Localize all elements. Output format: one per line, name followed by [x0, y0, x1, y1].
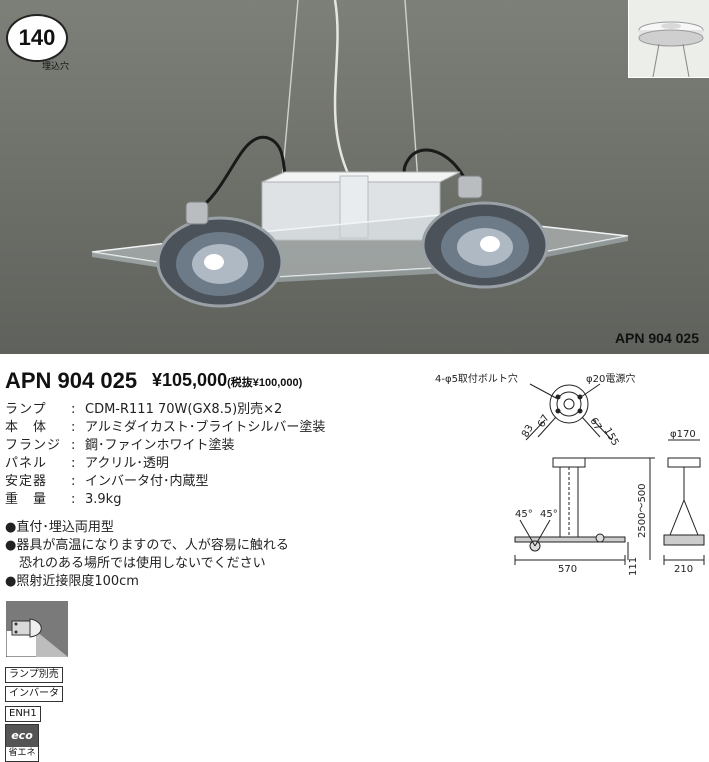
label-angle-right: 45°	[540, 509, 558, 520]
eco-badge: eco 省エネ	[5, 724, 39, 762]
spec-value: CDM-R111 70W(GX8.5)別売×2	[85, 402, 283, 417]
price-tax-note: (税抜¥100,000)	[227, 377, 303, 389]
note-heat-warning-cont: 恐れのある場所では使用しないでください	[19, 556, 266, 571]
spec-row-body: 本 体:アルミダイカスト･ブライトシルバー塗装	[5, 420, 326, 435]
label-dim-67a: 67	[536, 413, 552, 430]
note-distance-limit: ●照射近接限度100cm	[5, 574, 139, 589]
spec-label: パネル	[5, 456, 48, 471]
label-dim-111: 111	[628, 557, 639, 576]
spec-row-flange: フランジ:鋼･ファインホワイト塗装	[5, 438, 235, 453]
cutout-size-caption: 埋込穴	[42, 62, 70, 72]
cutout-size-value: 140	[18, 25, 56, 50]
product-photo: 140 埋込穴 APN 904 025	[0, 0, 709, 354]
ceiling-mount-inset	[628, 0, 709, 78]
pendant-light-illustration	[91, 0, 629, 308]
label-dim-phi170: φ170	[670, 429, 696, 440]
cutout-size-badge: 140	[6, 14, 68, 62]
price-main: ¥105,000	[152, 370, 228, 390]
front-view-drawing	[514, 457, 655, 565]
label-dim-67b: 67	[587, 416, 603, 433]
model-number: APN 904 025	[5, 368, 138, 393]
photo-product-code: APN 904 025	[614, 330, 699, 346]
eco-badge-label: eco	[6, 725, 38, 747]
label-dim-83: 83	[520, 423, 536, 440]
spec-value: 3.9kg	[85, 492, 122, 507]
spec-list: ランプ:CDM-R111 70W(GX8.5)別売×2 本 体:アルミダイカスト…	[5, 401, 325, 509]
label-dim-155: 155	[601, 426, 620, 448]
label-dim-height: 2500～500	[637, 483, 648, 538]
spec-value: 鋼･ファインホワイト塗装	[85, 438, 235, 453]
label-power-hole: φ20電源穴	[586, 372, 635, 385]
label-dim-210: 210	[674, 564, 693, 575]
spec-label: ランプ	[5, 402, 47, 417]
ceiling-canopy-illustration	[638, 21, 704, 77]
spec-label: 安定器	[5, 474, 48, 489]
label-angle-left: 45°	[515, 509, 533, 520]
tag-enh1: ENH1	[5, 706, 41, 722]
notes-list: ●直付･埋込両用型 ●器具が高温になりますので、人が容易に触れる 恐れのある場所…	[5, 519, 289, 591]
top-view-drawing	[525, 383, 613, 441]
spec-label: 重 量	[5, 492, 48, 507]
note-mounting: ●直付･埋込両用型	[5, 520, 114, 535]
spec-value: アルミダイカスト･ブライトシルバー塗装	[85, 420, 326, 435]
tag-lamp-sold-separately: ランプ別売	[5, 667, 63, 683]
price: ¥105,000(税抜¥100,000)	[152, 370, 302, 391]
light-direction-icon	[5, 600, 69, 658]
spec-row-weight: 重 量:3.9kg	[5, 492, 122, 507]
spec-value: アクリル･透明	[85, 456, 169, 471]
side-view-drawing	[663, 439, 705, 565]
spec-label: フランジ	[5, 438, 62, 453]
label-dim-570: 570	[558, 564, 577, 575]
note-heat-warning: ●器具が高温になりますので、人が容易に触れる	[5, 538, 289, 553]
spec-row-ballast: 安定器:インバータ付･内蔵型	[5, 474, 209, 489]
spec-label: 本 体	[5, 420, 48, 435]
label-bolt-holes: 4-φ5取付ボルト穴	[435, 372, 518, 385]
eco-badge-caption: 省エネ	[8, 748, 36, 758]
tag-inverter: インバータ	[5, 686, 63, 702]
spec-row-lamp: ランプ:CDM-R111 70W(GX8.5)別売×2	[5, 402, 283, 417]
spec-row-panel: パネル:アクリル･透明	[5, 456, 169, 471]
spec-value: インバータ付･内蔵型	[85, 474, 209, 489]
